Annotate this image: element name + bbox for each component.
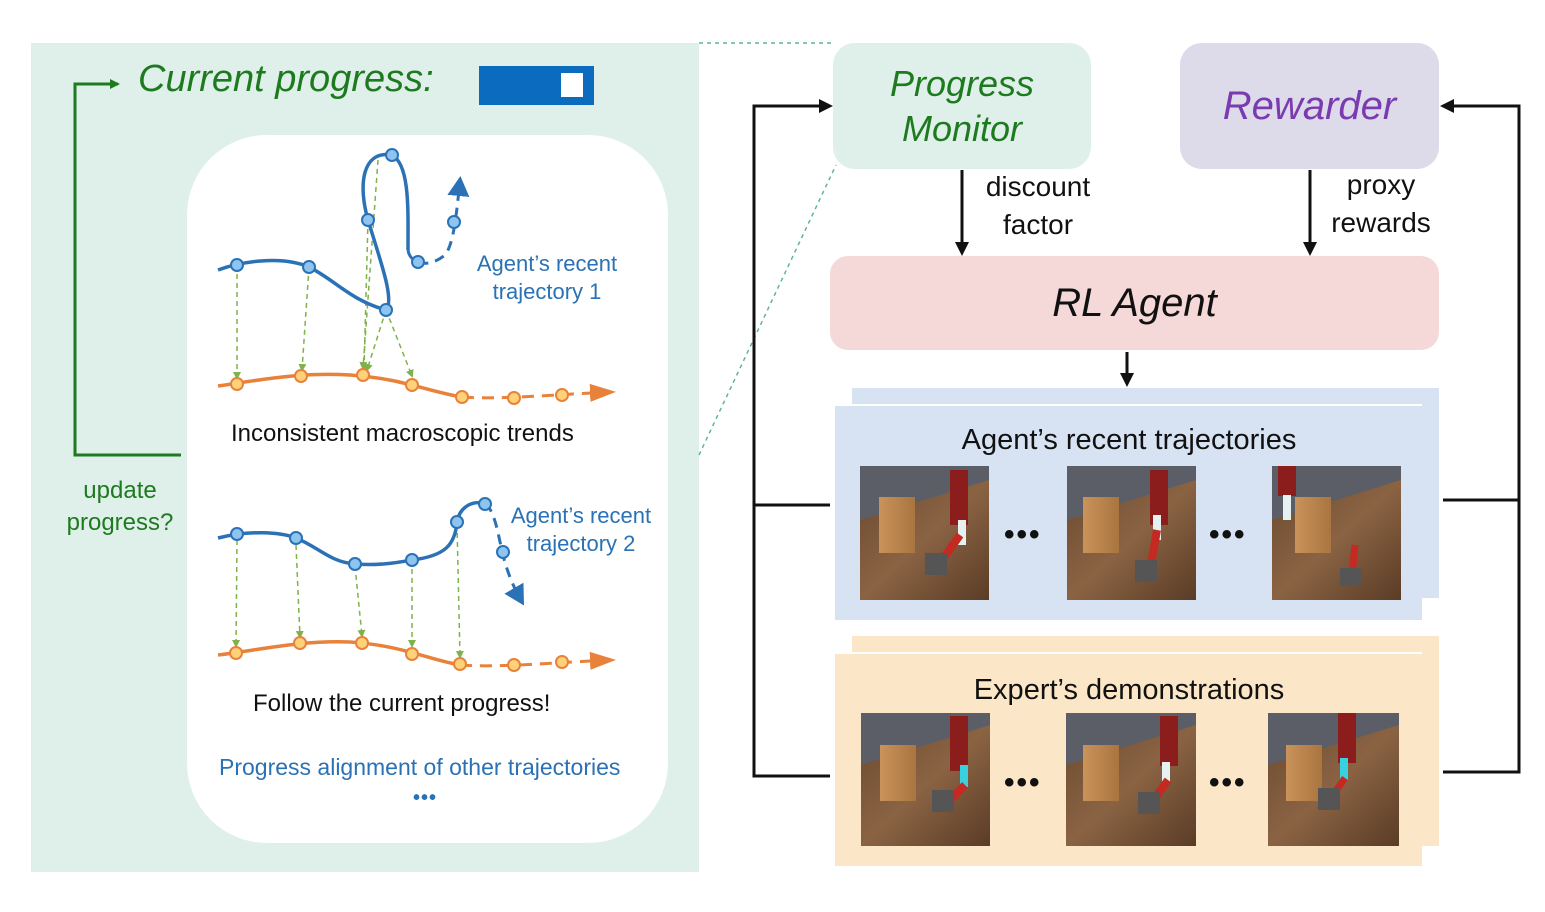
follow-progress-caption: Follow the current progress! — [253, 690, 551, 717]
progress-monitor-box: Progress Monitor — [833, 43, 1091, 169]
progress-monitor-label: Progress Monitor — [889, 63, 1035, 149]
rewarder-label: Rewarder — [1222, 83, 1397, 128]
agent-frames-ellipsis-1: ••• — [1004, 518, 1042, 551]
expert-frames-ellipsis-2: ••• — [1209, 766, 1247, 799]
expert-demos-title: Expert’s demonstrations — [973, 674, 1285, 706]
update-loop-arrow — [73, 79, 181, 457]
trajectory-1-label: Agent’s recent trajectory 1 — [476, 251, 618, 304]
rewarder-box: Rewarder — [1180, 43, 1439, 169]
alignment-ellipsis: ••• — [413, 787, 438, 809]
expert-frames-ellipsis-1: ••• — [1004, 766, 1042, 799]
trajectory-card — [187, 135, 668, 843]
agent-frames-ellipsis-2: ••• — [1209, 518, 1247, 551]
progress-bar — [479, 66, 594, 105]
expert-demos-panel: Expert’s demonstrations — [833, 652, 1422, 866]
zoom-connector-bottom — [698, 164, 837, 456]
progress-bar-marker — [561, 73, 583, 97]
inconsistent-trends-caption: Inconsistent macroscopic trends — [231, 420, 574, 447]
trajectory-2-diagram — [217, 497, 616, 672]
trajectory-2-label: Agent’s recent trajectory 2 — [510, 503, 652, 556]
rl-agent-box: RL Agent — [830, 256, 1439, 350]
discount-factor-label: discount factor — [985, 171, 1091, 240]
rl-agent-label: RL Agent — [1052, 280, 1217, 325]
update-progress-label: update progress? — [66, 477, 174, 536]
flow-arrows — [752, 99, 1521, 778]
agent-trajectories-title: Agent’s recent trajectories — [961, 424, 1297, 456]
trajectory-1-diagram — [217, 148, 616, 405]
current-progress-title: Current progress: — [138, 58, 434, 100]
proxy-rewards-label: proxy rewards — [1331, 169, 1431, 238]
agent-trajectories-panel: Agent’s recent trajectories — [833, 404, 1422, 620]
alignment-caption: Progress alignment of other trajectories — [219, 754, 621, 780]
